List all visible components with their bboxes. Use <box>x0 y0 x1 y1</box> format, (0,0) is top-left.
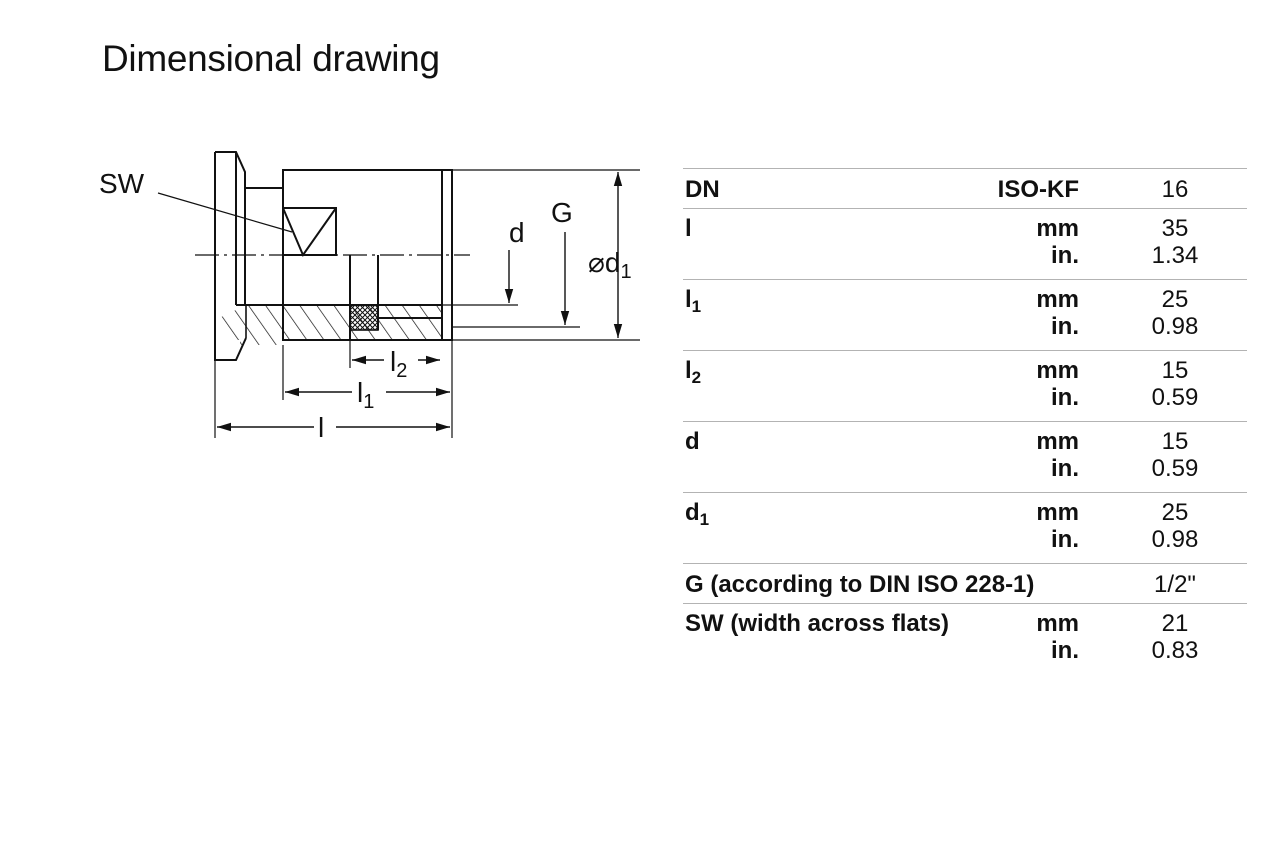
unit-in: in. <box>1051 637 1079 664</box>
value-in: 0.98 <box>1151 526 1199 553</box>
table-row: l1 mm 25 in. 0.98 <box>683 279 1247 350</box>
label-l2-sub: 2 <box>396 360 407 382</box>
dim-label: l1 <box>685 286 702 316</box>
g-label: G (according to DIN ISO 228-1) <box>685 571 1035 598</box>
table-row-dn: DN ISO-KF 16 <box>683 168 1247 208</box>
value-in: 0.83 <box>1151 637 1199 664</box>
unit-mm: mm <box>1036 499 1079 526</box>
value-mm: 15 <box>1161 428 1189 455</box>
value-mm: 25 <box>1161 499 1189 526</box>
label-l1-main: l <box>357 377 363 408</box>
page-title: Dimensional drawing <box>102 38 440 79</box>
unit-mm: mm <box>1036 215 1079 242</box>
dn-value: 16 <box>1161 176 1189 203</box>
table-row-g: G (according to DIN ISO 228-1) 1/2" <box>683 563 1247 603</box>
value-in: 0.59 <box>1151 455 1199 482</box>
sw-label: SW (width across flats) <box>685 610 950 637</box>
unit-in: in. <box>1051 455 1079 482</box>
table-row: l2 mm 15 in. 0.59 <box>683 350 1247 421</box>
label-l1-sub: 1 <box>363 391 374 413</box>
table-row: d mm 15 in. 0.59 <box>683 421 1247 492</box>
unit-in: in. <box>1051 526 1079 553</box>
dim-label: l2 <box>685 357 702 387</box>
table-row: d1 mm 25 in. 0.98 <box>683 492 1247 563</box>
label-l2-main: l <box>390 346 396 377</box>
label-d1: ⌀d1 <box>588 247 632 283</box>
label-l1: l1 <box>357 377 374 413</box>
seal-ring <box>349 304 379 331</box>
label-d1-sub: 1 <box>620 261 631 283</box>
g-value: 1/2" <box>1154 571 1196 598</box>
dim-label: d <box>685 428 700 455</box>
label-g: G <box>551 197 573 228</box>
dim-label: l <box>685 215 692 242</box>
hatched-wall <box>215 305 442 345</box>
value-mm: 15 <box>1161 357 1189 384</box>
unit-in: in. <box>1051 313 1079 340</box>
label-d: d <box>509 217 525 248</box>
unit-in: in. <box>1051 384 1079 411</box>
unit-in: in. <box>1051 242 1079 269</box>
table-row-sw: SW (width across flats) mm 21 in. 0.83 <box>683 603 1247 674</box>
unit-mm: mm <box>1036 357 1079 384</box>
dn-label: DN <box>685 176 720 203</box>
unit-mm: mm <box>1036 428 1079 455</box>
table-row: l mm 35 in. 1.34 <box>683 208 1247 279</box>
label-sw: SW <box>99 168 145 199</box>
value-mm: 35 <box>1161 215 1189 242</box>
dn-unit: ISO-KF <box>997 176 1079 203</box>
dimensional-drawing: SW G d ⌀d1 l l1 l2 <box>99 151 640 443</box>
value-in: 1.34 <box>1151 242 1199 269</box>
value-mm: 21 <box>1161 610 1189 637</box>
dim-label: d1 <box>685 499 710 529</box>
unit-mm: mm <box>1036 286 1079 313</box>
dimension-table: DN ISO-KF 16 l mm 35 in. 1.34 l1 mm 25 i… <box>683 168 1247 674</box>
value-in: 0.98 <box>1151 313 1199 340</box>
unit-mm: mm <box>1036 610 1079 637</box>
label-d1-symbol: ⌀d <box>588 247 620 278</box>
value-in: 0.59 <box>1151 384 1199 411</box>
label-l2: l2 <box>390 346 407 382</box>
value-mm: 25 <box>1161 286 1189 313</box>
label-l: l <box>318 412 324 443</box>
